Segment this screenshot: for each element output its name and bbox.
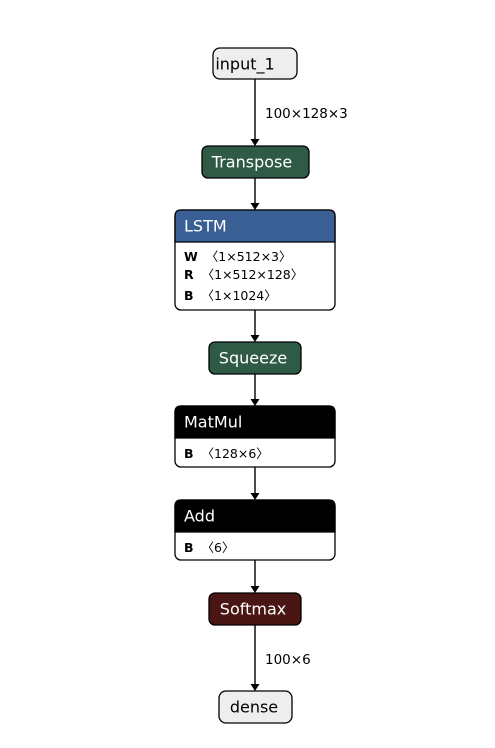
lstm-attr-r-key: R <box>184 267 194 282</box>
matmul-attr-b-key: B <box>184 446 194 461</box>
matmul-node-header <box>174 405 336 439</box>
lstm-attr-w: W 〈1×512×3〉 <box>184 249 292 264</box>
softmax-node-box <box>208 592 302 626</box>
node-softmax[interactable]: Softmax <box>208 592 302 626</box>
node-output[interactable]: dense <box>218 690 293 724</box>
lstm-attr-b-value: 〈1×1024〉 <box>202 288 277 303</box>
lstm-attr-b: B 〈1×1024〉 <box>184 288 277 303</box>
lstm-node-header <box>174 209 336 243</box>
arrowhead-softmax <box>250 586 260 593</box>
add-node-label: Add <box>184 507 215 526</box>
arrowhead-lstm <box>250 203 260 210</box>
lstm-node-label: LSTM <box>184 217 227 236</box>
arrowhead-matmul <box>250 399 260 406</box>
arrowhead-output <box>250 684 260 691</box>
node-matmul[interactable]: MatMul B 〈128×6〉 <box>174 405 336 468</box>
lstm-attr-w-value: 〈1×512×3〉 <box>206 249 292 264</box>
add-attr-b-key: B <box>184 540 194 555</box>
add-attr-b-value: 〈6〉 <box>202 540 235 555</box>
lstm-attr-r-value: 〈1×512×128〉 <box>202 267 304 282</box>
output-shape-label: 100×6 <box>265 652 311 668</box>
matmul-attr-b: B 〈128×6〉 <box>184 446 269 461</box>
edges: 100×128×3 100×6 <box>250 79 348 691</box>
matmul-node-label: MatMul <box>184 413 242 432</box>
arrowhead-add <box>250 493 260 500</box>
softmax-node-label: Softmax <box>220 600 286 619</box>
node-lstm[interactable]: LSTM W 〈1×512×3〉 R 〈1×512×128〉 B 〈1×1024… <box>174 209 336 311</box>
node-transpose[interactable]: Transpose <box>201 145 310 179</box>
lstm-attr-r: R 〈1×512×128〉 <box>184 267 303 282</box>
transpose-node-label: Transpose <box>211 153 292 172</box>
squeeze-node-box <box>208 341 302 375</box>
matmul-attr-b-value: 〈128×6〉 <box>202 446 269 461</box>
node-squeeze[interactable]: Squeeze <box>208 341 302 375</box>
transpose-node-box <box>201 145 310 179</box>
arrowhead-squeeze <box>250 335 260 342</box>
squeeze-node-label: Squeeze <box>219 349 287 368</box>
input-shape-label: 100×128×3 <box>265 106 348 122</box>
add-node-header <box>174 499 336 533</box>
node-add[interactable]: Add B 〈6〉 <box>174 499 336 561</box>
output-node-label: dense <box>230 698 278 717</box>
lstm-attr-b-key: B <box>184 288 194 303</box>
input-node-box <box>212 47 298 80</box>
input-node-label: input_1 <box>215 55 274 75</box>
arrowhead-transpose <box>250 139 260 146</box>
node-input[interactable]: input_1 <box>212 47 298 80</box>
output-node-box <box>218 690 293 724</box>
lstm-attr-w-key: W <box>184 249 198 264</box>
add-attr-b: B 〈6〉 <box>184 540 234 555</box>
